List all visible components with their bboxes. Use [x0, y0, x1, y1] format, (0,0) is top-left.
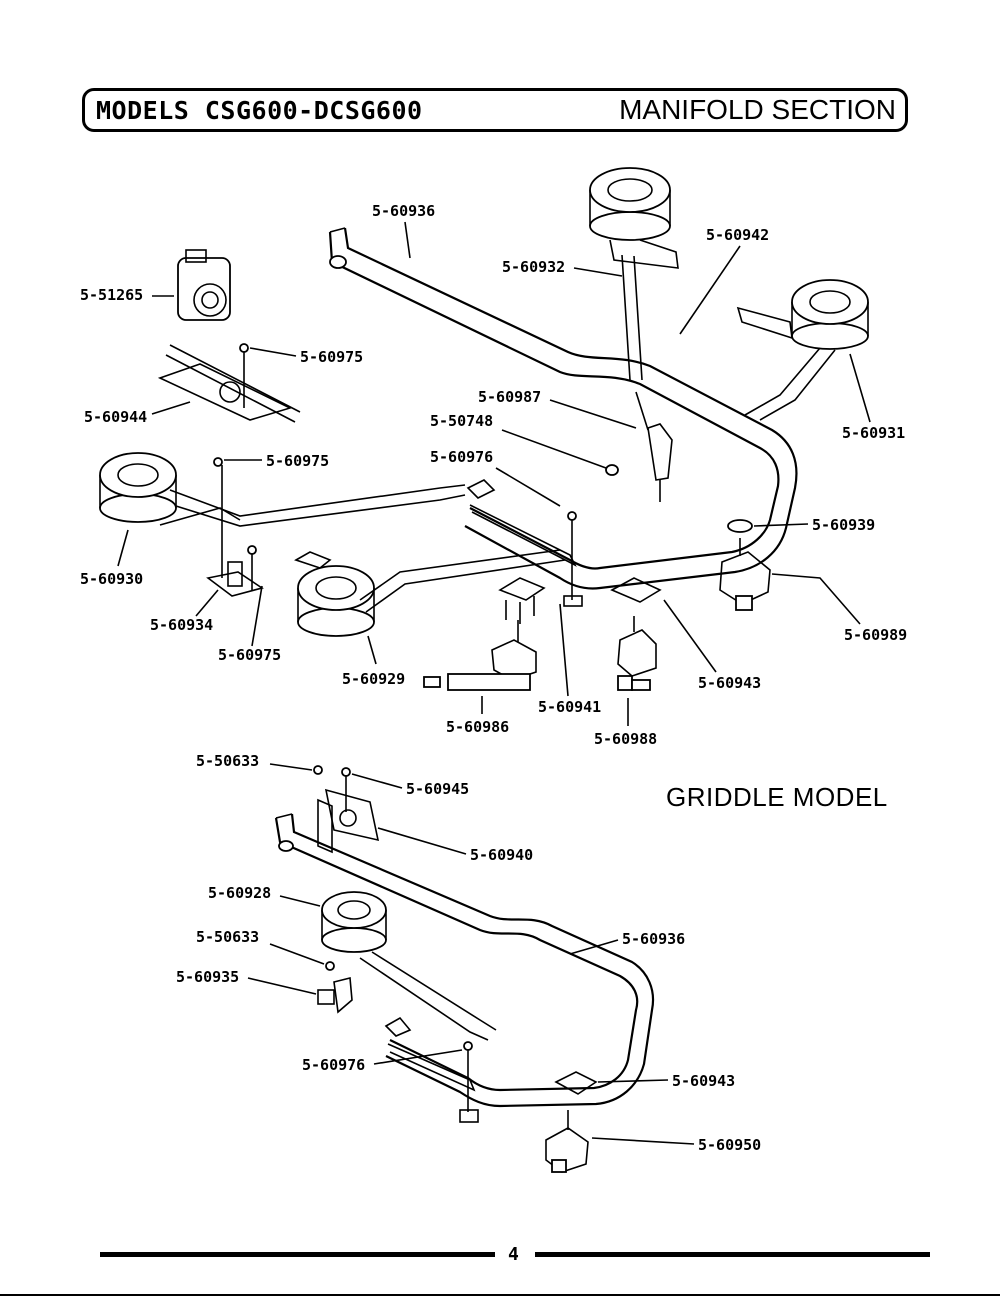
footer-rule-left	[100, 1252, 495, 1257]
griddle-valve-bracket	[313, 765, 380, 854]
models-title: MODELS CSG600-DCSG600	[96, 96, 423, 125]
part-label-5-60929: 5-60929	[342, 670, 405, 688]
part-label-5-60989: 5-60989	[844, 626, 907, 644]
footer-rule-right	[535, 1252, 930, 1257]
part-label-5-60943: 5-60943	[698, 674, 761, 692]
part-label-5-60945: 5-60945	[406, 780, 469, 798]
part-label-5-50633: 5-50633	[196, 752, 259, 770]
top-rear-burner	[589, 167, 679, 381]
part-label-5-60988: 5-60988	[594, 730, 657, 748]
griddle-model-title: GRIDDLE MODEL	[666, 782, 888, 812]
part-label-5-60986: 5-60986	[446, 718, 509, 736]
part-label-5-60976: 5-60976	[430, 448, 493, 466]
manifold-pipe	[328, 227, 798, 590]
right-rear-burner	[736, 279, 869, 421]
center-valve	[605, 391, 673, 502]
griddle-valve	[545, 1071, 598, 1173]
part-label-5-50748: 5-50748	[430, 412, 493, 430]
section-title: MANIFOLD SECTION	[619, 94, 896, 125]
bottom-edge-rule	[0, 1294, 1000, 1296]
part-label-5-51265: 5-51265	[80, 286, 143, 304]
griddle-thermocouple	[317, 961, 353, 1014]
part-label-5-60975: 5-60975	[266, 452, 329, 470]
part-label-5-60934: 5-60934	[150, 616, 213, 634]
header-frame	[82, 88, 908, 132]
page-number: 4	[508, 1244, 519, 1265]
bracket-assembly	[157, 343, 301, 423]
part-label-5-60932: 5-60932	[502, 258, 565, 276]
part-label-5-60944: 5-60944	[84, 408, 147, 426]
griddle-burner	[321, 891, 497, 1041]
part-label-5-60936: 5-60936	[372, 202, 435, 220]
left-front-burner	[294, 549, 566, 637]
part-label-5-60936: 5-60936	[622, 930, 685, 948]
valve-cluster-middle	[610, 577, 662, 691]
griddle-manifold-pipe	[274, 813, 655, 1108]
part-label-5-60928: 5-60928	[208, 884, 271, 902]
part-label-5-60943: 5-60943	[672, 1072, 735, 1090]
thermocouple-bracket	[206, 457, 264, 597]
front-bracket-rail	[466, 479, 583, 607]
part-label-5-60975: 5-60975	[218, 646, 281, 664]
part-label-5-60931: 5-60931	[842, 424, 905, 442]
part-label-5-60976: 5-60976	[302, 1056, 365, 1074]
part-label-5-60935: 5-60935	[176, 968, 239, 986]
part-label-5-60942: 5-60942	[706, 226, 769, 244]
part-label-5-60930: 5-60930	[80, 570, 143, 588]
griddle-front-bracket	[384, 1016, 479, 1123]
part-label-5-60940: 5-60940	[470, 846, 533, 864]
part-label-5-60987: 5-60987	[478, 388, 541, 406]
part-label-5-60939: 5-60939	[812, 516, 875, 534]
left-rear-burner	[99, 452, 466, 527]
valve-right	[719, 519, 771, 611]
part-label-5-60950: 5-60950	[698, 1136, 761, 1154]
pressure-regulator	[177, 249, 231, 321]
part-label-5-50633: 5-50633	[196, 928, 259, 946]
valve-cluster-front	[423, 577, 546, 691]
part-label-5-60941: 5-60941	[538, 698, 601, 716]
part-label-5-60975: 5-60975	[300, 348, 363, 366]
